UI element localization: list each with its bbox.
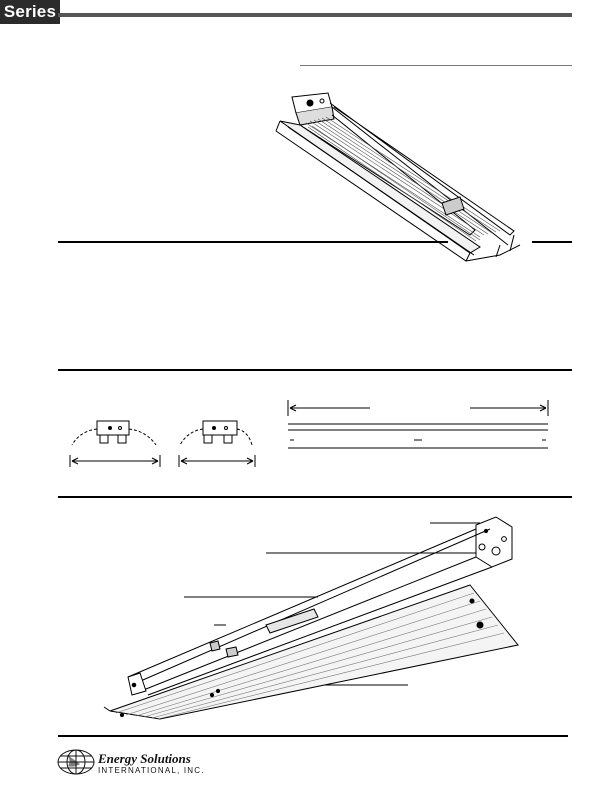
globe-logo-icon [57,749,95,775]
footer-divider [58,735,568,737]
section-divider-1 [58,241,448,243]
header-bar [58,13,572,17]
section-divider-3 [58,496,572,498]
side-view-length-drawing [287,400,549,449]
exploded-assembly-illustration [103,516,519,720]
section-divider-1b [532,241,572,243]
company-logo-name: Energy Solutions [98,751,191,766]
company-logo-subline: INTERNATIONAL, INC. [98,766,205,775]
section-divider-2 [58,369,572,371]
series-badge: Series [0,0,60,24]
fixture-perspective-illustration [275,92,521,262]
title-underline [300,65,572,66]
end-view-drawings [69,420,256,467]
